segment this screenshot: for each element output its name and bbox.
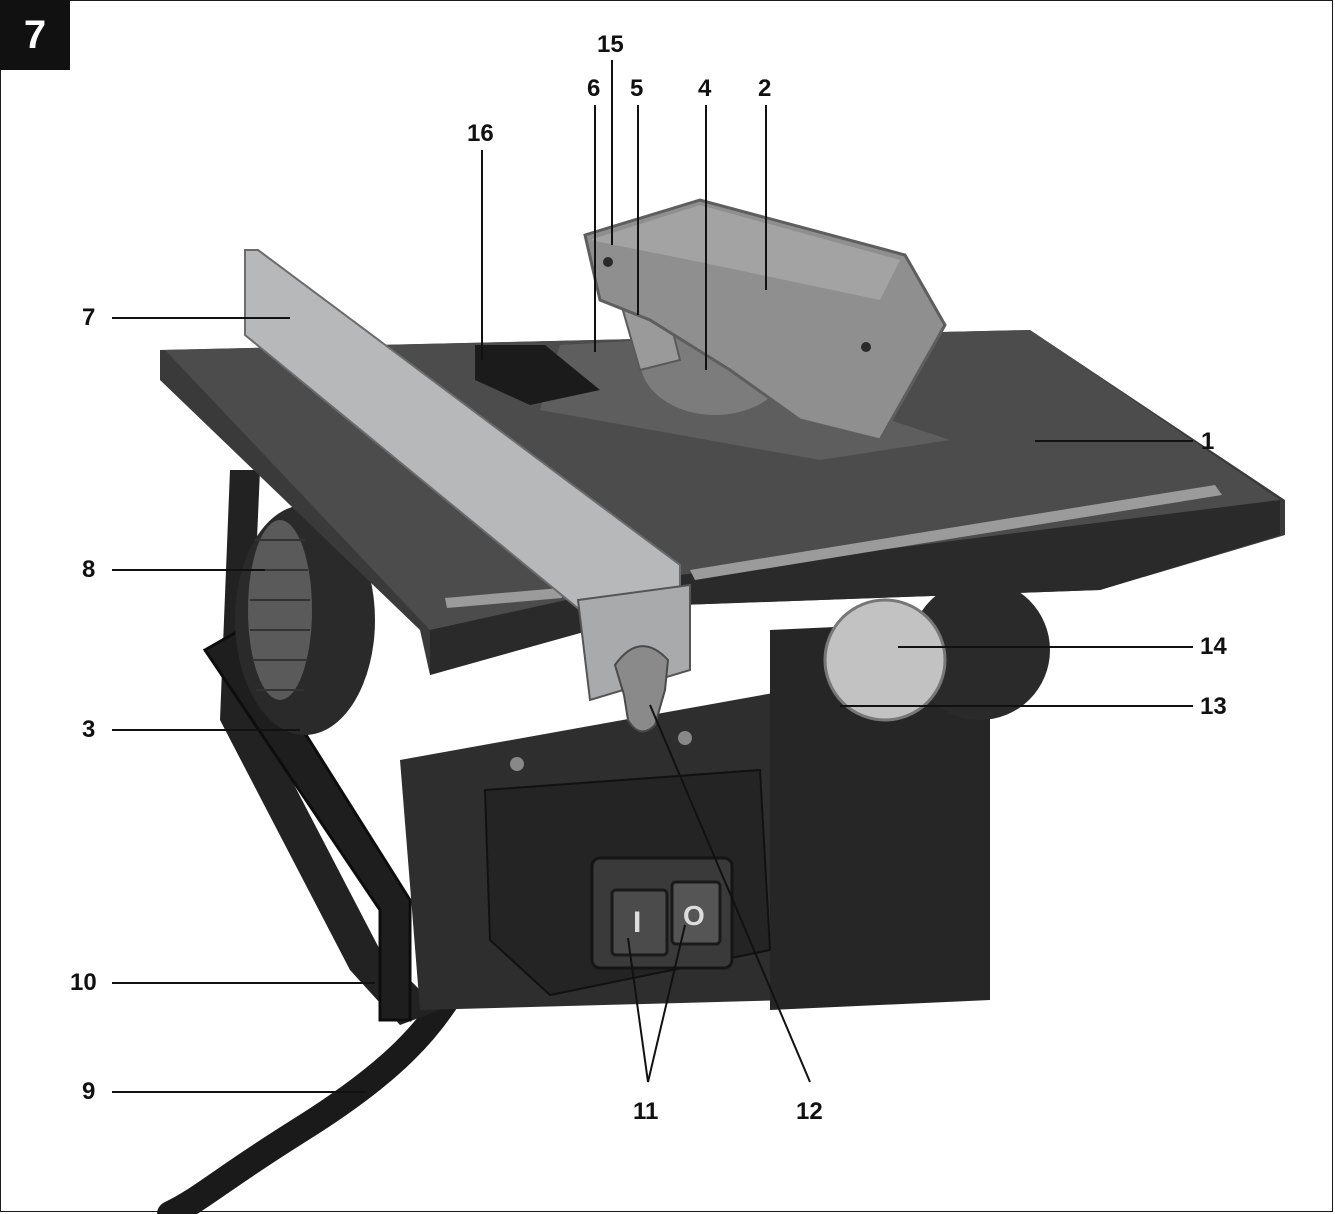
guard-screw-2 bbox=[861, 342, 871, 352]
callout-14: 14 bbox=[1200, 633, 1227, 660]
scale-right bbox=[690, 485, 1222, 580]
callout-11: 11 bbox=[633, 1098, 659, 1125]
callout-2: 2 bbox=[758, 75, 772, 102]
on-symbol: I bbox=[633, 906, 641, 939]
figure-number-badge: 7 bbox=[0, 0, 70, 70]
callout-9: 9 bbox=[82, 1078, 96, 1105]
base-frame bbox=[220, 470, 440, 1025]
callout-4: 4 bbox=[698, 75, 712, 102]
leader-12 bbox=[649, 704, 811, 1083]
table-front-edge bbox=[430, 500, 1280, 675]
callout-16: 16 bbox=[467, 120, 494, 147]
callout-12: 12 bbox=[796, 1098, 823, 1125]
guard-screw bbox=[603, 257, 613, 267]
power-cord bbox=[157, 942, 483, 1214]
callout-6: 6 bbox=[587, 75, 601, 102]
adjustment-wheel-housing bbox=[910, 580, 1050, 720]
callout-15: 15 bbox=[597, 31, 624, 58]
callout-10: 10 bbox=[70, 969, 97, 996]
motor-vent-grille bbox=[248, 520, 312, 700]
callout-3: 3 bbox=[82, 716, 96, 743]
leader-11 bbox=[627, 924, 686, 1083]
callout-5: 5 bbox=[630, 75, 644, 102]
front-screw-right bbox=[678, 731, 692, 745]
callout-8: 8 bbox=[82, 556, 96, 583]
fence-lock-knob bbox=[613, 645, 670, 733]
off-symbol: O bbox=[683, 900, 705, 931]
front-screw-left bbox=[510, 757, 524, 771]
scale-left bbox=[445, 588, 562, 608]
adjustment-wheel bbox=[823, 598, 947, 722]
callout-13: 13 bbox=[1200, 693, 1227, 720]
right-housing bbox=[770, 620, 990, 1010]
callout-7: 7 bbox=[82, 304, 96, 331]
blade-guard-top bbox=[590, 205, 900, 300]
fence-recess bbox=[475, 345, 600, 405]
callout-1: 1 bbox=[1201, 428, 1215, 455]
on-switch bbox=[610, 888, 669, 957]
